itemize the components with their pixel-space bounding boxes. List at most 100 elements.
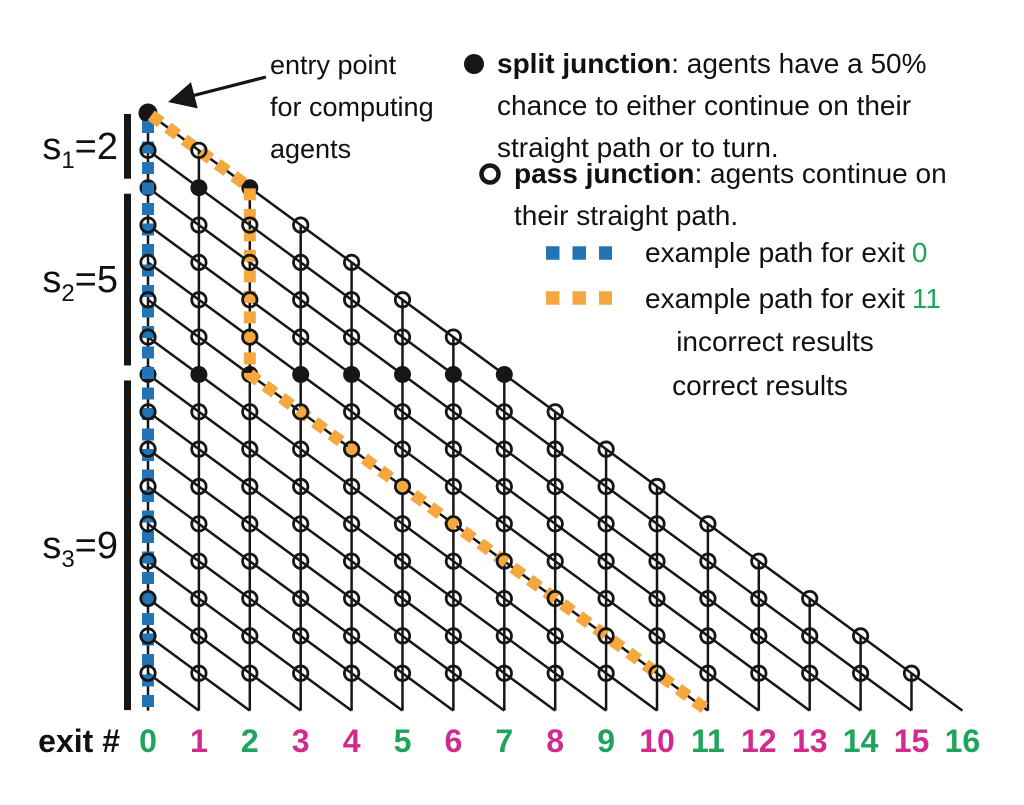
entry-annotation-line3: agents: [270, 134, 351, 164]
pass-junction: [241, 216, 259, 234]
pass-junction: [495, 589, 513, 608]
exit-label-6: 6: [445, 723, 463, 759]
exit-label-9: 9: [597, 723, 615, 759]
lattice-diagonal-line: [147, 298, 709, 712]
pass-junction: [495, 515, 513, 533]
split-junction-icon: [464, 54, 484, 74]
pass-junction: [342, 440, 361, 458]
section-label-s1: s1=2: [42, 126, 118, 174]
pass-junction: [190, 477, 208, 496]
pass-junction: [393, 589, 412, 608]
pass-junction: [597, 664, 615, 682]
pass-junction: [597, 589, 615, 608]
pass-junction: [393, 477, 412, 496]
pass-junction: [190, 216, 208, 234]
pass-junction: [241, 328, 259, 346]
pass-junction: [342, 552, 361, 570]
pass-junction: [292, 216, 310, 234]
pass-junction: [292, 664, 310, 682]
pass-junction: [342, 664, 361, 682]
pass-junction: [139, 141, 157, 159]
exit-label-10: 10: [639, 723, 675, 759]
pass-junction: [546, 552, 564, 570]
section-label-s3: s3=9: [42, 525, 118, 573]
pass-junctions: [139, 141, 921, 682]
pass-junction: [648, 664, 666, 682]
pass-junction: [597, 477, 615, 496]
pass-junction: [342, 253, 361, 271]
pass-junction: [292, 253, 310, 271]
split-junction: [292, 365, 310, 383]
pass-junction: [190, 589, 208, 608]
pass-junction: [342, 477, 361, 496]
pass-junction: [292, 328, 310, 346]
pass-junction: [597, 440, 615, 458]
pass-junction: [546, 664, 564, 682]
split-junction: [495, 365, 513, 383]
exit-label-1: 1: [190, 723, 208, 759]
lattice-diagonal-line: [147, 373, 607, 712]
pass-junction: [190, 515, 208, 533]
pass-junction: [750, 552, 768, 570]
pass-junction: [699, 552, 717, 570]
pass-junction: [750, 664, 768, 682]
exit-label-12: 12: [741, 723, 777, 759]
exit-label-0: 0: [139, 723, 157, 759]
pass-junction: [699, 515, 717, 533]
pass-junction: [292, 440, 310, 458]
pass-junction: [241, 440, 259, 458]
pass-junction: [292, 477, 310, 496]
pass-junction: [393, 440, 412, 458]
lattice-diagonal-line: [147, 672, 200, 712]
pass-junction: [546, 627, 564, 645]
section-label-s2: s2=5: [42, 259, 118, 307]
pass-junction: [139, 664, 157, 682]
pass-junction: [190, 403, 208, 421]
pass-junction: [444, 440, 462, 458]
pass-junction: [190, 552, 208, 570]
pass-junction: [750, 627, 768, 645]
pass-junction: [495, 627, 513, 645]
split-junction: [343, 365, 361, 383]
pass-junction: [495, 477, 513, 496]
pass-junction: [393, 664, 412, 682]
split-junction: [394, 365, 411, 383]
pass-junction: [393, 627, 412, 645]
pass-junction: [648, 552, 666, 570]
pass-junction: [851, 627, 870, 645]
pass-junction: [444, 627, 462, 645]
pass-junction: [495, 440, 513, 458]
pass-junction: [292, 627, 310, 645]
pass-junction: [190, 440, 208, 458]
pass-junction: [342, 589, 361, 608]
pass-junction: [393, 515, 412, 533]
exit-label-8: 8: [546, 723, 564, 759]
pass-junction: [139, 291, 157, 309]
pass-junction: [546, 589, 564, 608]
entry-annotation-line1: entry point: [270, 50, 397, 80]
section-bar: [124, 380, 131, 711]
example-path-exit11: [144, 108, 712, 716]
pass-junction: [241, 664, 259, 682]
pass-junction: [241, 291, 259, 309]
lattice-diagonal-line: [147, 485, 455, 712]
pass-junction: [444, 664, 462, 682]
entry-arrow: [168, 75, 267, 109]
pass-junction: [546, 515, 564, 533]
pass-junction: [546, 440, 564, 458]
pass-junction: [139, 328, 157, 346]
example-paths: [142, 108, 712, 716]
lattice-diagonal-line: [147, 522, 404, 712]
pass-junction: [546, 403, 564, 421]
pass-junction: [699, 664, 717, 682]
legend-pass-line1: pass junction: agents continue on: [514, 158, 947, 189]
exit-label-2: 2: [241, 723, 259, 759]
pass-junction: [241, 515, 259, 533]
pass-junction: [444, 403, 462, 421]
section-bars: [124, 114, 131, 711]
exit-label-5: 5: [394, 723, 412, 759]
lattice-diagonal-line: [147, 597, 302, 712]
pass-junction: [139, 589, 157, 608]
